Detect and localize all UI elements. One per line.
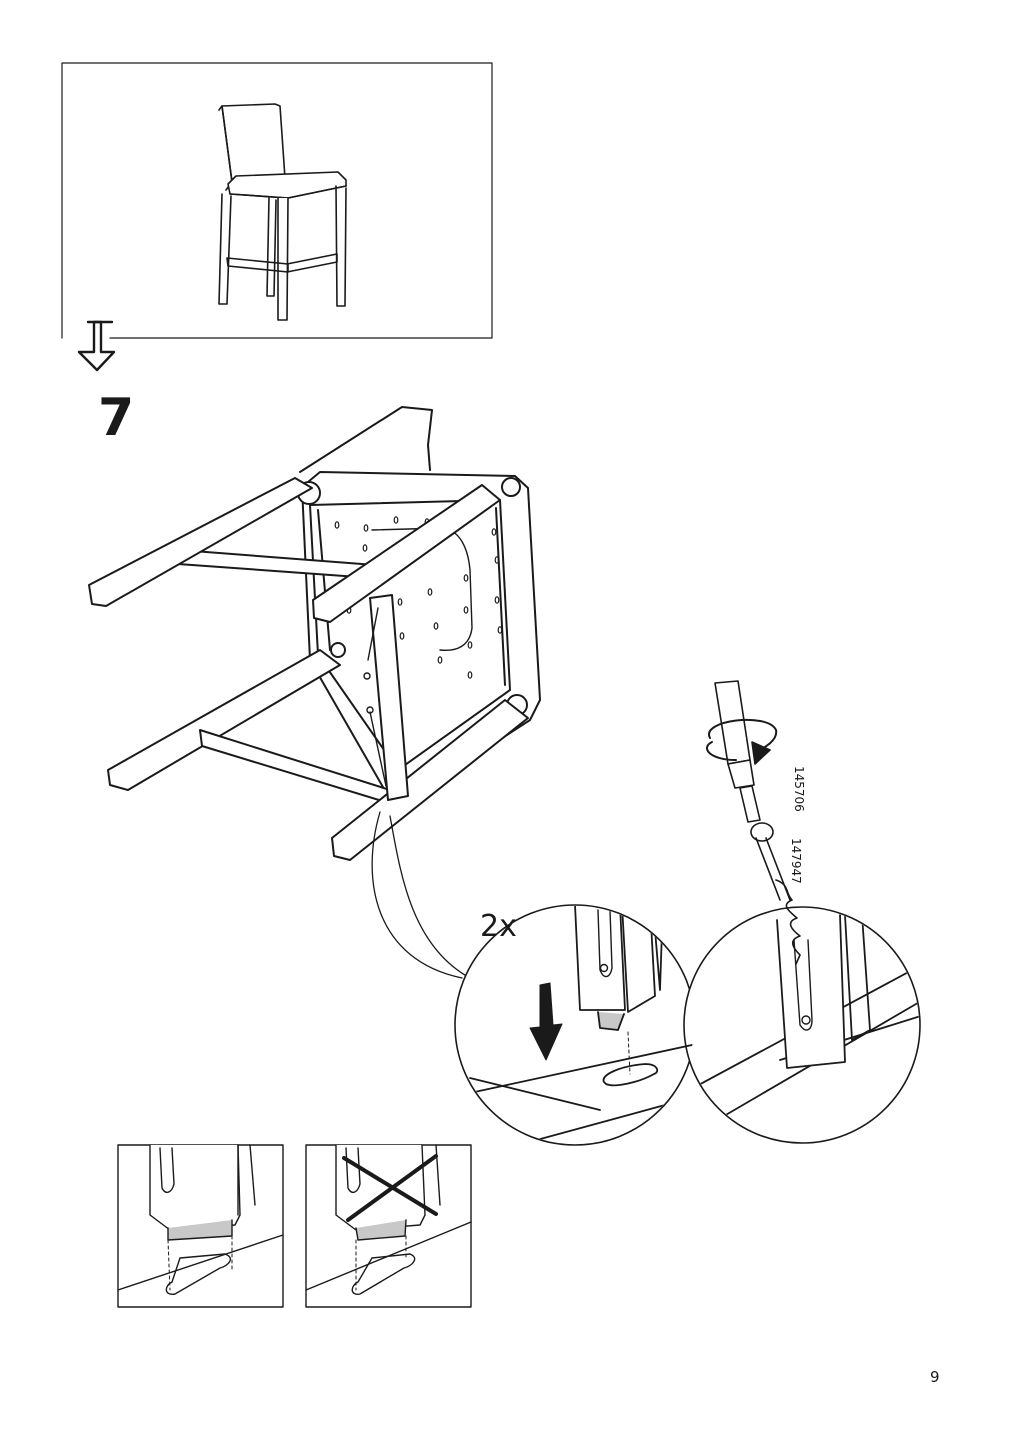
push-down-arrow-icon bbox=[529, 982, 563, 1061]
quantity-label: 2x bbox=[480, 909, 517, 944]
bar-stool-overview-icon bbox=[218, 103, 347, 321]
page-number: 9 bbox=[930, 1368, 940, 1386]
hex-key-bit-icon bbox=[706, 680, 778, 823]
screw-leg-detail bbox=[685, 914, 919, 1131]
stool-upside-down bbox=[88, 406, 541, 861]
incorrect-panel bbox=[305, 1144, 472, 1308]
part-number-screw: 147947 bbox=[789, 838, 803, 884]
leg-aligned-icon bbox=[117, 1144, 284, 1295]
screw-icon bbox=[363, 607, 387, 787]
step-number: 7 bbox=[98, 388, 135, 448]
flip-arrow-icon bbox=[77, 320, 116, 372]
correct-panel bbox=[117, 1144, 284, 1308]
overview-panel bbox=[61, 62, 493, 339]
part-number-bit: 145706 bbox=[792, 766, 806, 812]
screw-icon bbox=[750, 822, 801, 965]
leg-misaligned-cross-icon bbox=[305, 1144, 472, 1295]
